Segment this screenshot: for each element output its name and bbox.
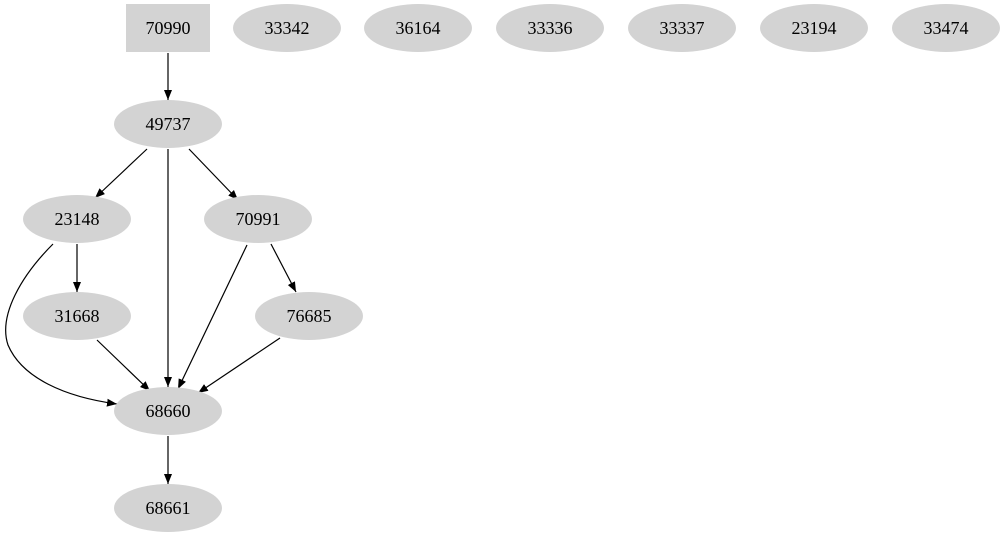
edge-23148-68660	[5, 243, 118, 407]
node-label: 70991	[236, 209, 281, 229]
node-label: 49737	[146, 114, 191, 134]
node-label: 33336	[528, 18, 573, 38]
node-label: 33342	[265, 18, 310, 38]
node-label: 76685	[287, 306, 332, 326]
node-23194[interactable]: 23194	[760, 4, 868, 52]
node-68660[interactable]: 68660	[114, 387, 222, 435]
node-31668[interactable]: 31668	[23, 292, 131, 340]
node-label: 68661	[146, 498, 191, 518]
edge-49737-70991	[188, 148, 239, 201]
node-label: 23148	[55, 209, 100, 229]
edge-49737-23148	[94, 148, 148, 199]
node-label: 36164	[396, 18, 441, 38]
node-33342[interactable]: 33342	[233, 4, 341, 52]
node-33337[interactable]: 33337	[628, 4, 736, 52]
node-33336[interactable]: 33336	[496, 4, 604, 52]
edge-76685-68660	[197, 337, 281, 394]
node-68661[interactable]: 68661	[114, 484, 222, 532]
edge-70991-76685	[270, 243, 297, 293]
edge-70991-68660	[177, 244, 248, 390]
node-36164[interactable]: 36164	[364, 4, 472, 52]
node-23148[interactable]: 23148	[23, 195, 131, 243]
node-label: 31668	[55, 306, 100, 326]
node-label: 70990	[146, 18, 191, 38]
node-label: 68660	[146, 401, 191, 421]
node-label: 23194	[792, 18, 837, 38]
edge-31668-68660	[96, 339, 151, 392]
node-label: 33474	[924, 18, 969, 38]
node-70990[interactable]: 70990	[126, 4, 210, 52]
node-49737[interactable]: 49737	[114, 100, 222, 148]
node-label: 33337	[660, 18, 705, 38]
edges	[5, 53, 297, 484]
node-76685[interactable]: 76685	[255, 292, 363, 340]
node-33474[interactable]: 33474	[892, 4, 1000, 52]
node-70991[interactable]: 70991	[204, 195, 312, 243]
